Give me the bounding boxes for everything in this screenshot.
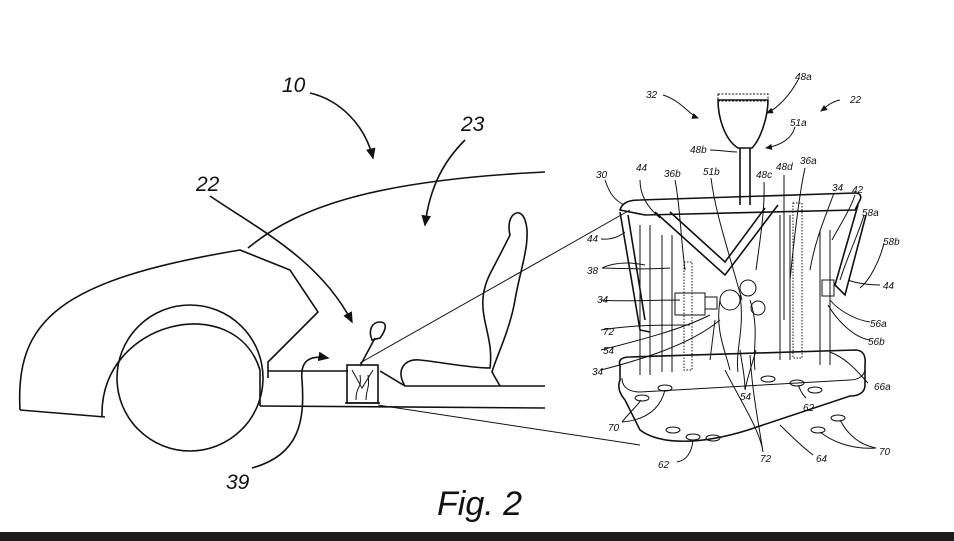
ref-label-48a: 48a [795, 72, 812, 83]
shift-knob-small [369, 321, 387, 341]
leader-10 [309, 92, 376, 160]
ref-label-44-left: 44 [587, 234, 599, 245]
ref-label-56a: 56a [870, 319, 887, 330]
front-wheel [116, 304, 264, 452]
ref-label-48c: 48c [756, 170, 772, 181]
leader-22 [209, 195, 353, 324]
ref-label-34-left: 34 [597, 295, 609, 306]
ref-label-30: 30 [596, 170, 608, 181]
shifter-detail [618, 93, 867, 442]
ref-label-58b: 58b [883, 237, 900, 248]
spring-right [792, 202, 803, 359]
ref-label-56b: 56b [868, 337, 885, 348]
left-flap [619, 211, 651, 333]
v-bracket [654, 204, 779, 277]
top-plate [618, 192, 862, 216]
ref-label-32: 32 [646, 90, 658, 101]
ref-label-10: 10 [282, 74, 306, 97]
ref-label-34-bottom: 34 [592, 367, 604, 378]
leader-23 [421, 139, 466, 227]
ref-label-64: 64 [816, 454, 828, 465]
linkage-assembly [674, 279, 835, 373]
leader-39 [251, 351, 330, 469]
ref-label-58a: 58a [862, 208, 879, 219]
ref-label-62-left: 62 [658, 460, 670, 471]
ref-label-34-top: 34 [832, 183, 844, 194]
seat [400, 212, 528, 387]
ref-label-42: 42 [852, 185, 864, 196]
shift-knob [717, 99, 769, 149]
ref-label-54-bottom: 54 [740, 392, 752, 403]
shifter-housing-small [346, 364, 379, 404]
ref-label-72-bottom: 72 [760, 454, 772, 465]
ref-label-70-left: 70 [608, 423, 620, 434]
knob-grip [717, 93, 769, 102]
detail-labels: 32 48a 22 51a 48b 30 44 36b 51b 48c 48d … [587, 72, 900, 471]
ref-label-66a: 66a [874, 382, 891, 393]
ref-label-54-left: 54 [603, 346, 615, 357]
ref-label-70-right: 70 [879, 447, 891, 458]
ref-label-44-right: 44 [883, 281, 895, 292]
ref-label-51a: 51a [790, 118, 807, 129]
ref-label-72-left: 72 [603, 327, 615, 338]
ref-label-39: 39 [226, 471, 250, 494]
ref-label-23: 23 [460, 113, 485, 136]
ref-label-22: 22 [195, 173, 220, 196]
bottom-border-bar [0, 532, 954, 541]
vehicle-outline [18, 171, 546, 452]
right-flap [834, 204, 867, 297]
ref-label-44-top: 44 [636, 163, 648, 174]
spring-left [683, 261, 693, 371]
ref-label-48d: 48d [776, 162, 793, 173]
base-plate [618, 349, 866, 442]
ref-label-36b: 36b [664, 169, 681, 180]
ref-label-22-detail: 22 [849, 95, 862, 106]
detail-leaders [600, 79, 885, 463]
ref-label-62-right: 62 [803, 403, 815, 414]
shifter-small [345, 321, 387, 404]
figure-caption: Fig. 2 [437, 485, 522, 523]
ref-label-51b: 51b [703, 167, 720, 178]
guide-posts [639, 215, 831, 375]
ref-label-38: 38 [587, 266, 599, 277]
ref-label-48b: 48b [690, 145, 707, 156]
ref-label-36a: 36a [800, 156, 817, 167]
